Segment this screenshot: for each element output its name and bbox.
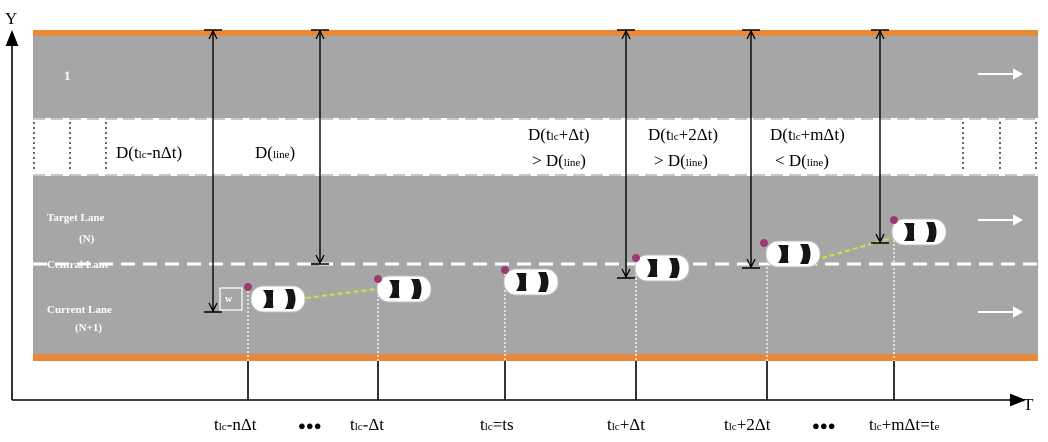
time-projections (247, 220, 895, 400)
time-label-5: tlc+mΔt=te (869, 415, 939, 434)
vehicle-4 (765, 240, 821, 268)
lower-road-edge (33, 354, 1038, 361)
x-axis-label: T (1023, 395, 1034, 414)
distance-label-plus1: D(tlc+Δt) (528, 125, 590, 144)
distance-compare-plusm: < D(line) (775, 151, 829, 170)
target-lane-index: (N) (79, 233, 95, 245)
central-lane-label: Central Lane (47, 259, 110, 271)
time-label-3: tlc+Δt (607, 415, 645, 434)
vehicles (244, 216, 947, 313)
distance-bar-3 (742, 29, 760, 269)
lower-road (33, 176, 1038, 354)
distance-bars (204, 29, 889, 313)
median-strip (33, 118, 1038, 176)
distance-bar-4 (871, 29, 889, 244)
current-lane-index: (N+1) (75, 322, 102, 334)
distance-label-plusm: D(tlc+mΔt) (770, 125, 845, 144)
time-label-2: tlc=ts (480, 415, 514, 434)
distance-bar-0 (204, 29, 222, 313)
upper-lane-number: 1 (64, 68, 71, 83)
y-axis-label: Y (5, 9, 17, 28)
distance-labels: D(tlc-nΔt) D(line) D(tlc+Δt) > D(line) D… (116, 125, 845, 170)
sensor-dot-3 (632, 254, 640, 262)
width-marker-box (219, 287, 243, 311)
distance-bar-2 (617, 29, 635, 279)
ellipsis-right: ●●● (812, 418, 836, 433)
upper-road-edge (33, 30, 1038, 36)
time-labels: tlc-nΔt ●●● tlc-Δt tlc=ts tlc+Δt tlc+2Δt… (214, 415, 939, 434)
time-label-1: tlc-Δt (350, 415, 384, 434)
distance-compare-plus2: > D(line) (654, 151, 708, 170)
sensor-dot-5 (890, 216, 898, 224)
current-lane-label: Current Lane (47, 304, 112, 316)
sensor-dot-1 (374, 275, 382, 283)
vehicle-5 (891, 218, 947, 246)
vehicle-0 (250, 285, 306, 313)
distance-label-plus2: D(tlc+2Δt) (648, 125, 718, 144)
distance-label-n: D(tlc-nΔt) (116, 143, 182, 162)
vehicle-3 (634, 254, 690, 282)
median-dotted-posts (33, 122, 1037, 172)
vehicle-1 (376, 275, 432, 303)
ellipsis-left: ●●● (298, 418, 322, 433)
sensor-dot-2 (501, 266, 509, 274)
width-marker-label: w (225, 294, 233, 305)
sensor-dot-4 (760, 239, 768, 247)
distance-label-line: D(line) (255, 143, 295, 162)
time-label-0: tlc-nΔt (214, 415, 257, 434)
target-lane-label: Target Lane (47, 212, 104, 224)
distance-compare-plus1: > D(line) (532, 151, 586, 170)
sensor-dot-0 (244, 283, 252, 291)
direction-arrows (978, 68, 1024, 318)
distance-bar-1 (311, 29, 329, 265)
time-label-4: tlc+2Δt (724, 415, 771, 434)
vehicle-2 (503, 268, 559, 296)
upper-road (33, 30, 1038, 118)
